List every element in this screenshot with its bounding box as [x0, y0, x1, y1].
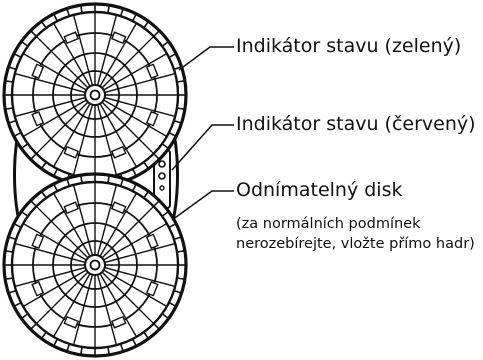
- label-removable-disk: Odnímatelný disk: [236, 179, 403, 201]
- label-removable-note-1: (za normálních podmínek: [236, 216, 421, 232]
- label-status-red: Indikátor stavu (červený): [236, 113, 476, 135]
- status-light-red-icon: [158, 172, 166, 180]
- label-removable-note-2: nerozebírejte, vložte přímo hadr): [236, 236, 475, 252]
- status-light-green-icon: [158, 160, 166, 168]
- leader-line-green: [178, 46, 234, 71]
- lower-mop-disk: [2, 172, 188, 358]
- leader-line-disk: [171, 190, 234, 221]
- upper-mop-disk: [2, 2, 188, 188]
- leader-line-red: [171, 124, 234, 171]
- label-status-green: Indikátor stavu (zelený): [236, 35, 462, 57]
